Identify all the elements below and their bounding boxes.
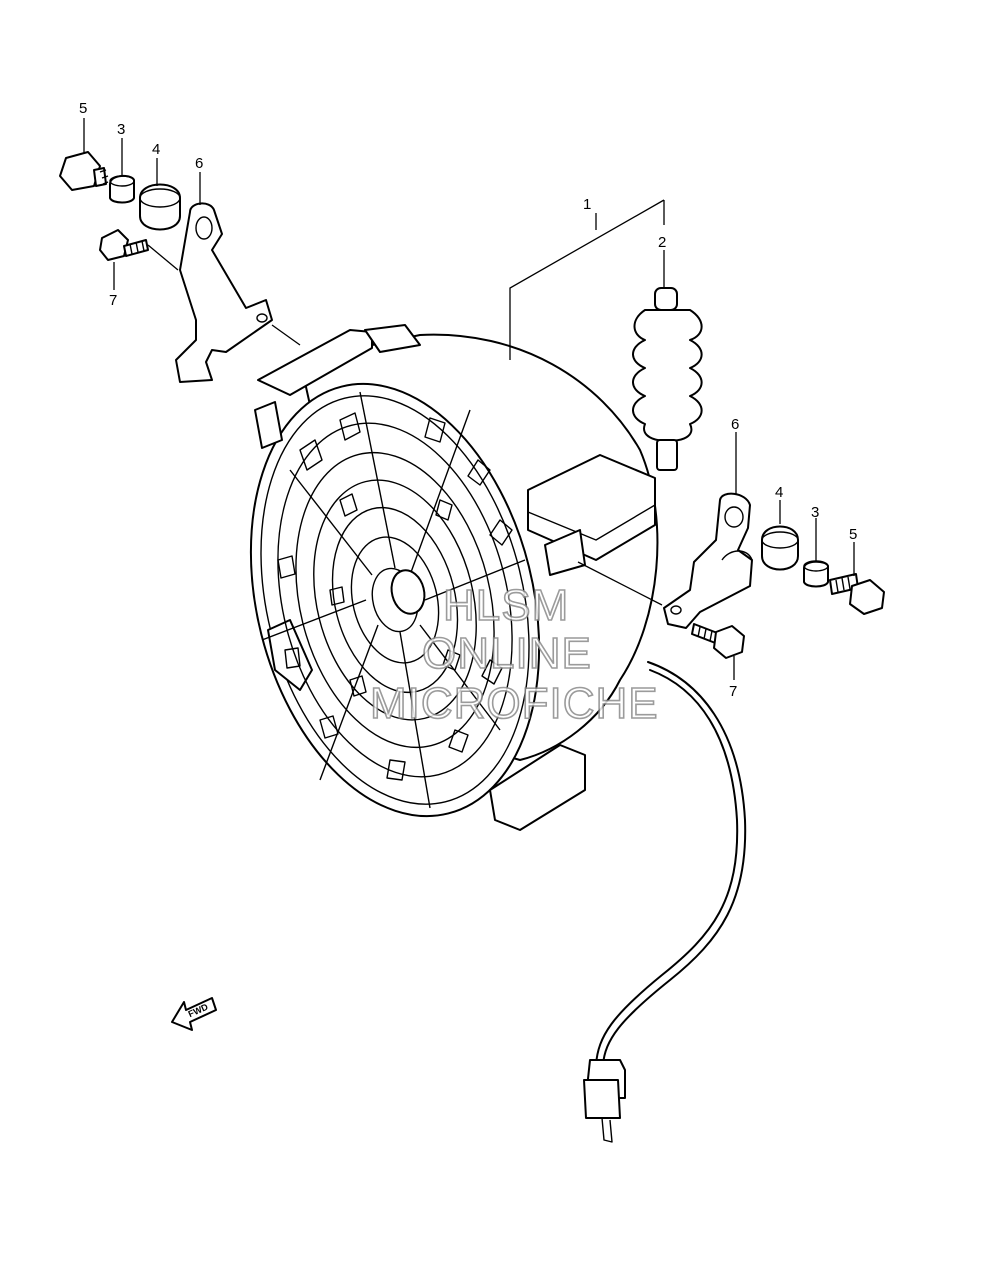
- right-collar-3: [803, 560, 829, 588]
- wire-connector-plug: [583, 1059, 626, 1143]
- watermark-line-2: ONLINE: [422, 629, 592, 678]
- callout-4-left: 4: [152, 141, 160, 158]
- callout-labels: 1 2 3 3 4 4 5 5 6 6 7 7: [79, 100, 857, 700]
- callout-5-left: 5: [79, 100, 87, 117]
- left-bolt-7: [99, 229, 149, 261]
- watermark-line-1: HLSM: [443, 581, 569, 630]
- callout-1: 1: [583, 196, 591, 213]
- callout-3-right: 3: [811, 504, 819, 521]
- right-flange-bolt-5: [829, 573, 885, 615]
- callout-7-left: 7: [109, 292, 117, 309]
- callout-4-right: 4: [775, 484, 783, 501]
- fwd-direction-arrow: FWD: [171, 997, 217, 1031]
- left-collar-3: [109, 174, 135, 204]
- callout-2: 2: [658, 234, 666, 251]
- right-bolt-7: [691, 623, 745, 659]
- left-grommet-4: [139, 183, 181, 231]
- fan-wire-harness: [595, 661, 747, 1066]
- callout-leader-lines: [83, 118, 855, 680]
- callout-7-right: 7: [729, 683, 737, 700]
- callout-3-left: 3: [117, 121, 125, 138]
- fan-shroud-housing: [249, 324, 659, 831]
- left-flange-bolt-5: [59, 151, 109, 191]
- part-2-fan-motor-boot: [632, 287, 703, 471]
- watermark: HLSM ONLINE MICROFICHE: [369, 580, 659, 729]
- callout-5-right: 5: [849, 526, 857, 543]
- left-bracket-6: [175, 202, 273, 383]
- right-bracket-6: [663, 492, 753, 629]
- callout-6-right: 6: [731, 416, 739, 433]
- right-grommet-4: [761, 525, 799, 571]
- watermark-line-3: MICROFICHE: [370, 679, 659, 728]
- callout-6-left: 6: [195, 155, 203, 172]
